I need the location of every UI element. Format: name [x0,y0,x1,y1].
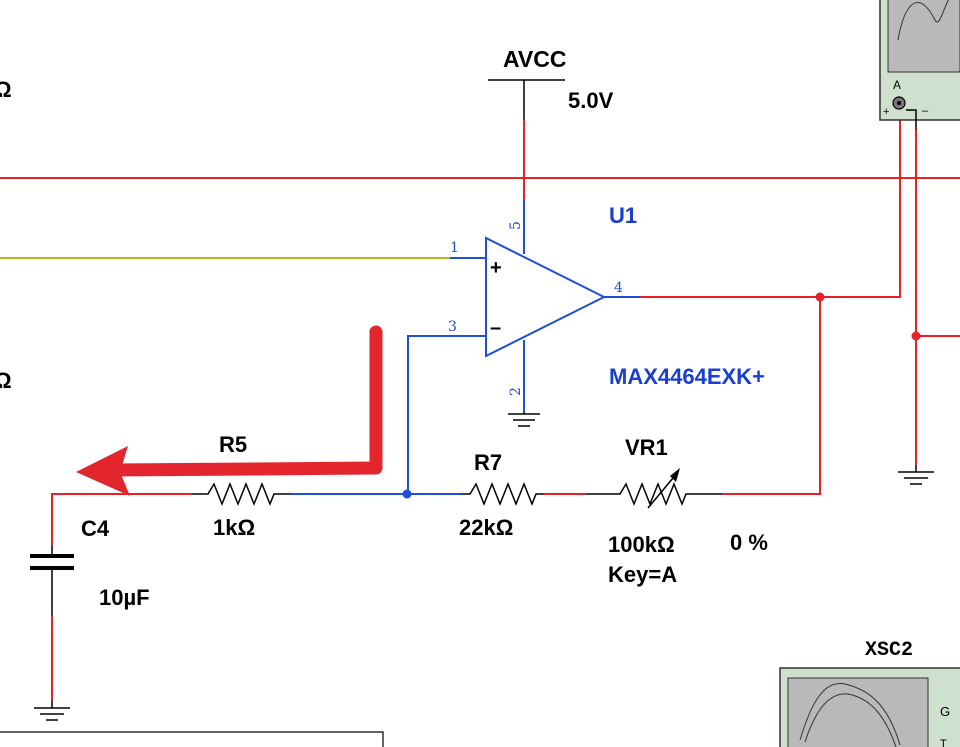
wire-pin3 [407,335,487,494]
r7-value-label: 22kΩ [459,515,513,540]
left-edge-omega-top: Ω [0,77,12,102]
pin-5-number: 5 [508,221,524,230]
vr1-arrow-head [670,468,680,482]
ground-symbol-c4 [34,700,70,721]
capacitor-c4 [30,554,74,570]
junction-scope1 [911,331,921,341]
scope-xsc1-screen [887,0,960,73]
pin-2-number: 2 [508,387,524,396]
wire-scope1-minus [906,109,917,130]
power-value-label: 5.0V [568,88,614,113]
r5-value-label: 1kΩ [213,515,255,540]
c4-ref-label: C4 [81,516,110,541]
potentiometer-vr1 [586,481,722,507]
opamp-plus-sign: + [490,257,502,279]
resistor-r5 [192,481,290,507]
scope-xsc1-plus: + [883,106,889,118]
junction-r5-r7 [402,489,412,499]
scope-xsc1-terminal-dot [897,101,901,105]
opamp-ref-label: U1 [609,203,637,228]
r5-ref-label: R5 [219,432,247,457]
vr1-key-label: Key=A [608,562,677,587]
power-name-label: AVCC [503,46,566,72]
opamp-part-label: MAX4464EXK+ [609,364,765,389]
scope-xsc2-t-label: T [940,738,947,747]
scope-xsc2-screen [787,677,929,747]
c4-value-label: 10µF [99,585,150,610]
opamp-symbol [485,236,607,358]
pin-4-number: 4 [614,280,623,296]
vr1-ref-label: VR1 [625,435,668,460]
scope-xsc2-g-label: G [940,704,950,719]
ground-symbol-scope1 [898,465,934,485]
annotation-arrow-head [76,446,130,496]
left-edge-omega-bottom: Ω [0,368,12,393]
scope-xsc2-trace [799,683,901,747]
wire-c4-to-r5 [51,493,192,545]
wire-output-red [640,112,901,298]
resistor-r7 [462,481,544,507]
scope-xsc2-ref: XSC2 [865,639,913,662]
vr1-value-label: 100kΩ [608,532,675,557]
opamp-minus-sign: – [490,317,501,339]
vr1-percent-label: 0 % [730,530,768,555]
annotation-arrow-line [111,325,383,477]
scope-xsc1-trace [897,0,949,41]
pin-3-number: 3 [448,319,457,335]
scope-xsc1-channel: A [893,78,901,92]
wire-feedback-down [722,297,821,495]
r7-ref-label: R7 [474,450,502,475]
bottom-box-outline [0,731,384,747]
pin-1-number: 1 [450,240,459,256]
ground-symbol-u1 [508,412,540,427]
scope-xsc1-minus: – [922,105,929,117]
